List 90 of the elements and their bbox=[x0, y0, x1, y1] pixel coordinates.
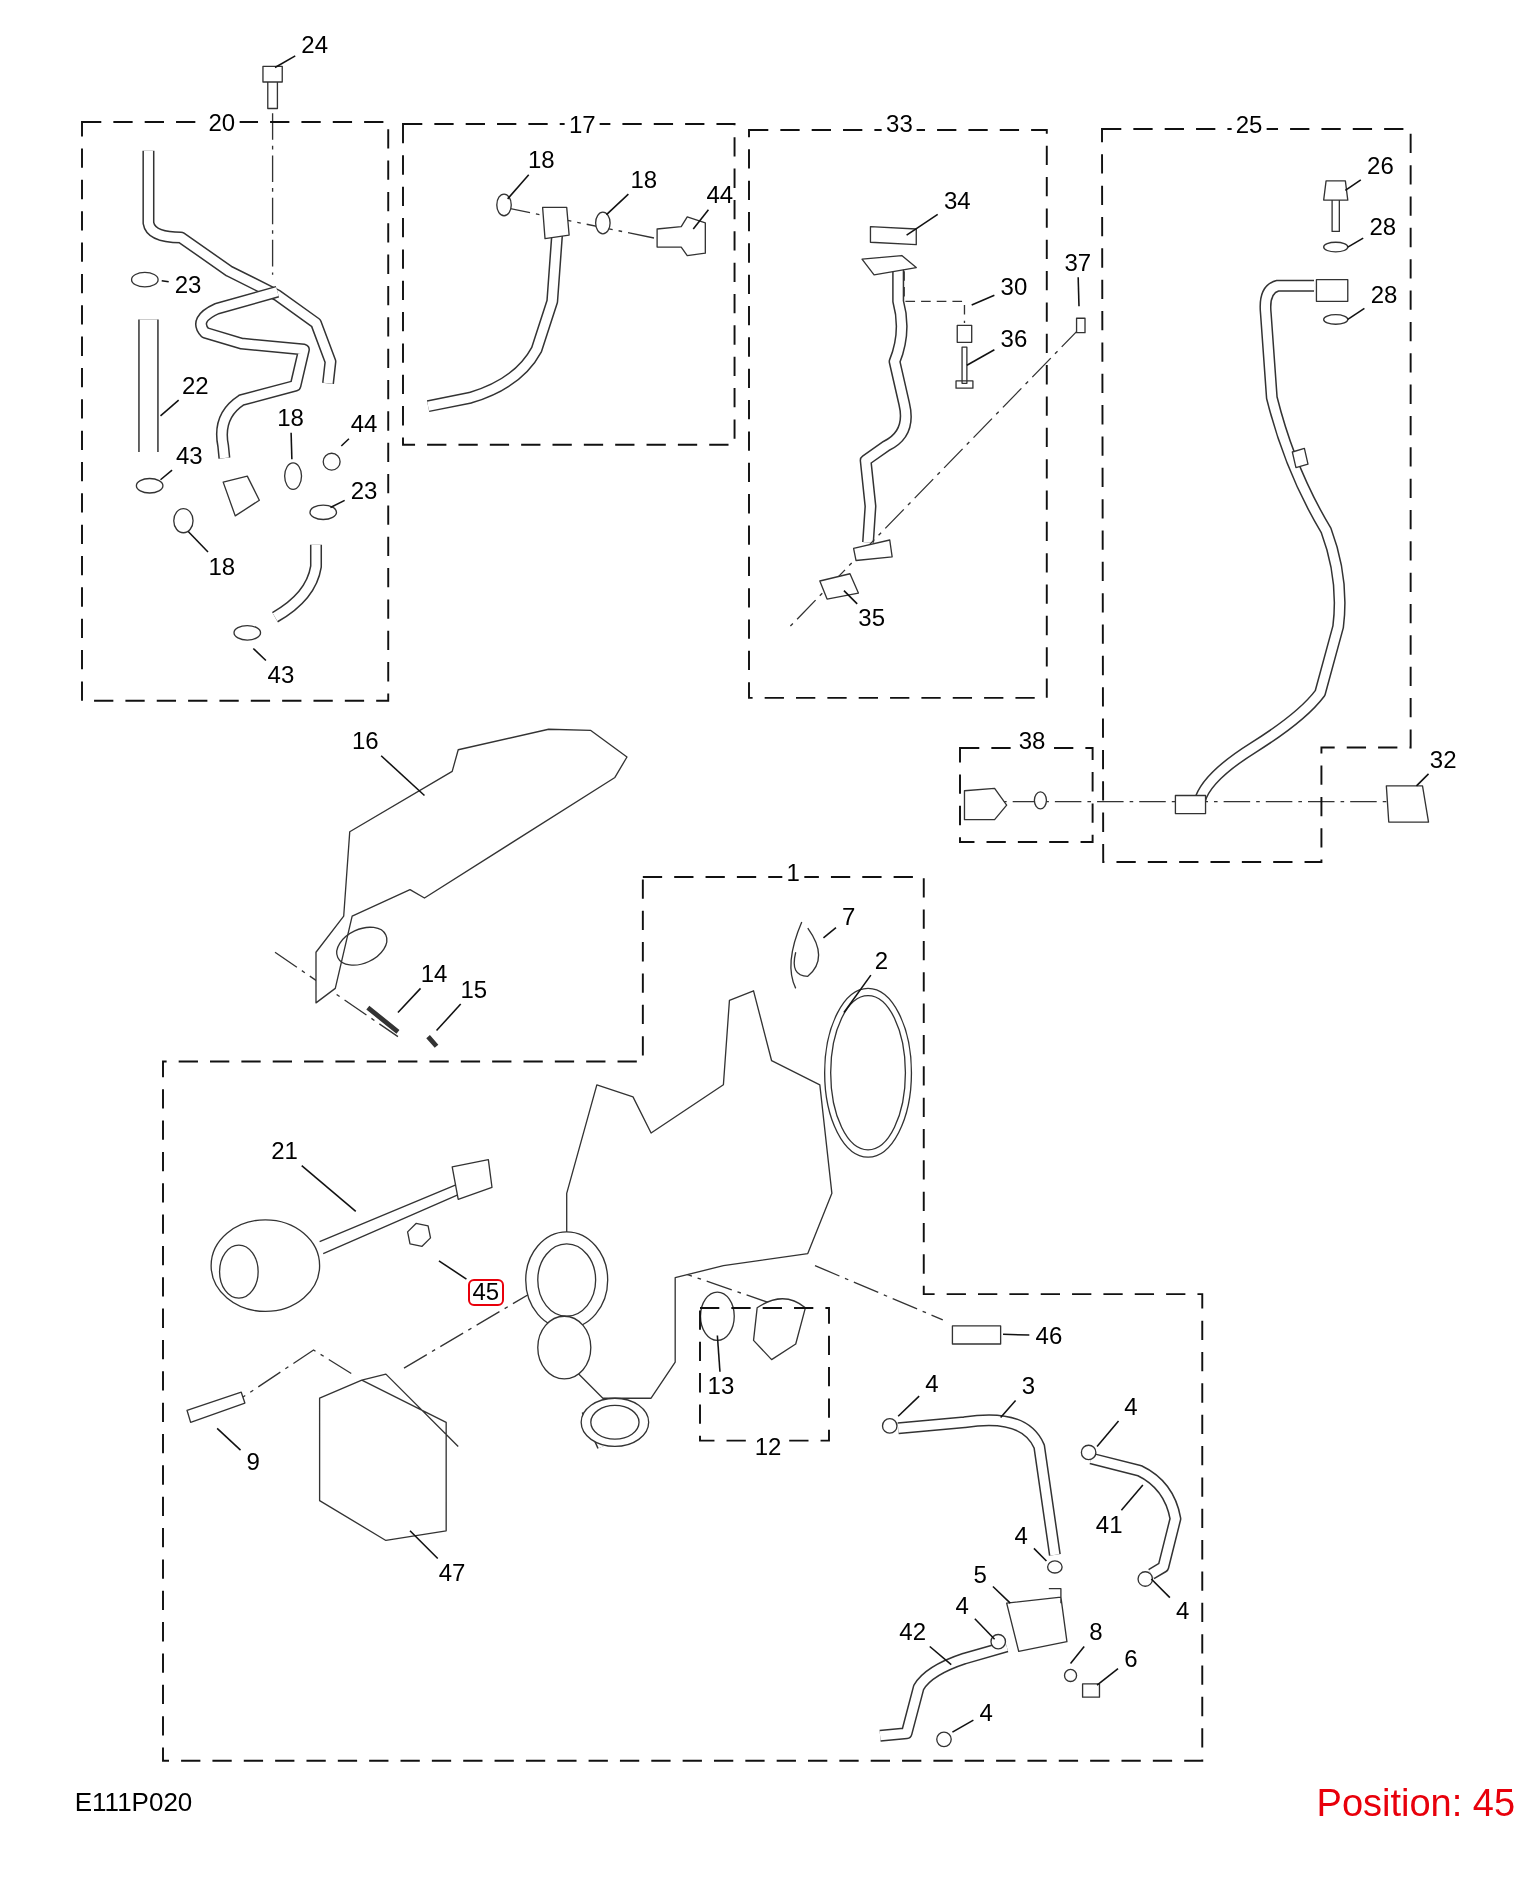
callout-number: 43 bbox=[262, 661, 300, 689]
callout-number: 44 bbox=[345, 411, 383, 438]
callout-number: 2 bbox=[869, 947, 893, 975]
callout-number: 34 bbox=[938, 188, 976, 215]
callout-number: 6 bbox=[1119, 1645, 1143, 1673]
drawing-number: E111P020 bbox=[74, 1789, 193, 1816]
callout-number: 28 bbox=[1364, 213, 1402, 240]
callout-number: 36 bbox=[995, 325, 1033, 353]
leader-line bbox=[409, 1530, 439, 1560]
callout-number: 18 bbox=[272, 405, 309, 432]
position-note: Position: 45 bbox=[1316, 1784, 1516, 1823]
callout-number: 18 bbox=[203, 553, 241, 580]
leader-line bbox=[999, 1399, 1017, 1419]
callout-number: 30 bbox=[995, 273, 1033, 301]
callout-number: 15 bbox=[455, 976, 493, 1004]
leader-line bbox=[951, 1719, 975, 1733]
leader-line bbox=[905, 213, 939, 236]
leader-line bbox=[506, 174, 530, 200]
callout-number: 32 bbox=[1424, 746, 1462, 773]
callout-number: 41 bbox=[1090, 1511, 1128, 1539]
leader-line bbox=[605, 193, 630, 216]
leader-line bbox=[1415, 773, 1430, 787]
callout-number: 14 bbox=[415, 960, 453, 988]
callout-number: 4 bbox=[920, 1370, 944, 1398]
leader-line bbox=[1096, 1667, 1119, 1686]
leader-line bbox=[1150, 1578, 1171, 1599]
callout-number: 23 bbox=[169, 271, 207, 298]
callout-number: 24 bbox=[296, 31, 333, 58]
callout-number: 22 bbox=[176, 372, 214, 400]
callout-number: 7 bbox=[837, 904, 861, 931]
leader-line bbox=[822, 926, 837, 939]
leader-line bbox=[1077, 276, 1080, 307]
leader-line bbox=[929, 1645, 952, 1666]
leader-line bbox=[966, 348, 996, 366]
leader-line bbox=[300, 1164, 357, 1213]
leader-line bbox=[187, 530, 209, 553]
leader-line bbox=[843, 589, 858, 605]
callout-number: 16 bbox=[347, 728, 384, 755]
leader-line bbox=[1033, 1547, 1048, 1562]
leader-line bbox=[692, 208, 710, 230]
leader-line bbox=[380, 754, 426, 797]
leader-line bbox=[159, 469, 173, 481]
leader-line bbox=[438, 1260, 468, 1280]
callout-number: 8 bbox=[1084, 1619, 1108, 1646]
callout-number: 21 bbox=[266, 1138, 303, 1165]
callout-number: 9 bbox=[241, 1449, 265, 1476]
callout-number: 45 bbox=[467, 1279, 505, 1306]
leader-line bbox=[329, 499, 346, 509]
callout-number: 4 bbox=[1009, 1522, 1033, 1550]
leader-line bbox=[1096, 1420, 1120, 1448]
leader-line bbox=[1347, 307, 1366, 321]
callout-number: 4 bbox=[974, 1699, 998, 1727]
leader-line bbox=[216, 1427, 242, 1451]
callout-number: 3 bbox=[1016, 1373, 1040, 1400]
leader-line bbox=[340, 437, 350, 447]
callout-number: 28 bbox=[1365, 282, 1403, 309]
leader-line bbox=[1347, 237, 1364, 248]
callout-number: 42 bbox=[894, 1619, 931, 1646]
leader-line bbox=[1002, 1333, 1031, 1336]
callout-number: 4 bbox=[1171, 1597, 1195, 1624]
leader-line bbox=[1120, 1484, 1144, 1512]
callout-number: 26 bbox=[1362, 153, 1399, 180]
leader-line bbox=[397, 987, 422, 1014]
leader-line bbox=[1344, 179, 1362, 192]
callout-number: 35 bbox=[853, 605, 890, 632]
callout-number: 23 bbox=[345, 477, 383, 504]
callout-number: 37 bbox=[1059, 249, 1097, 277]
leader-line bbox=[159, 399, 180, 417]
leader-line bbox=[992, 1585, 1012, 1604]
callout-number: 18 bbox=[523, 147, 560, 174]
callout-number: 47 bbox=[433, 1560, 471, 1587]
leader-line bbox=[897, 1395, 920, 1418]
callout-number: 46 bbox=[1030, 1322, 1068, 1350]
callout-number: 5 bbox=[968, 1561, 992, 1588]
leader-line bbox=[252, 647, 267, 662]
callout-number: 4 bbox=[1119, 1393, 1143, 1421]
leader-line bbox=[974, 1618, 996, 1641]
leader-line bbox=[970, 294, 996, 306]
leader-line bbox=[716, 1334, 721, 1373]
leader-line bbox=[843, 974, 872, 1014]
leader-line bbox=[435, 1003, 462, 1032]
callout-number: 43 bbox=[170, 442, 208, 469]
leader-line bbox=[290, 431, 293, 461]
callout-number: 18 bbox=[625, 166, 663, 193]
callout-number: 13 bbox=[702, 1373, 740, 1400]
leader-line bbox=[1069, 1645, 1085, 1665]
leader-line bbox=[160, 280, 170, 283]
leader-line bbox=[274, 55, 297, 69]
callout-number: 44 bbox=[701, 182, 739, 209]
callout-number: 4 bbox=[950, 1592, 974, 1620]
